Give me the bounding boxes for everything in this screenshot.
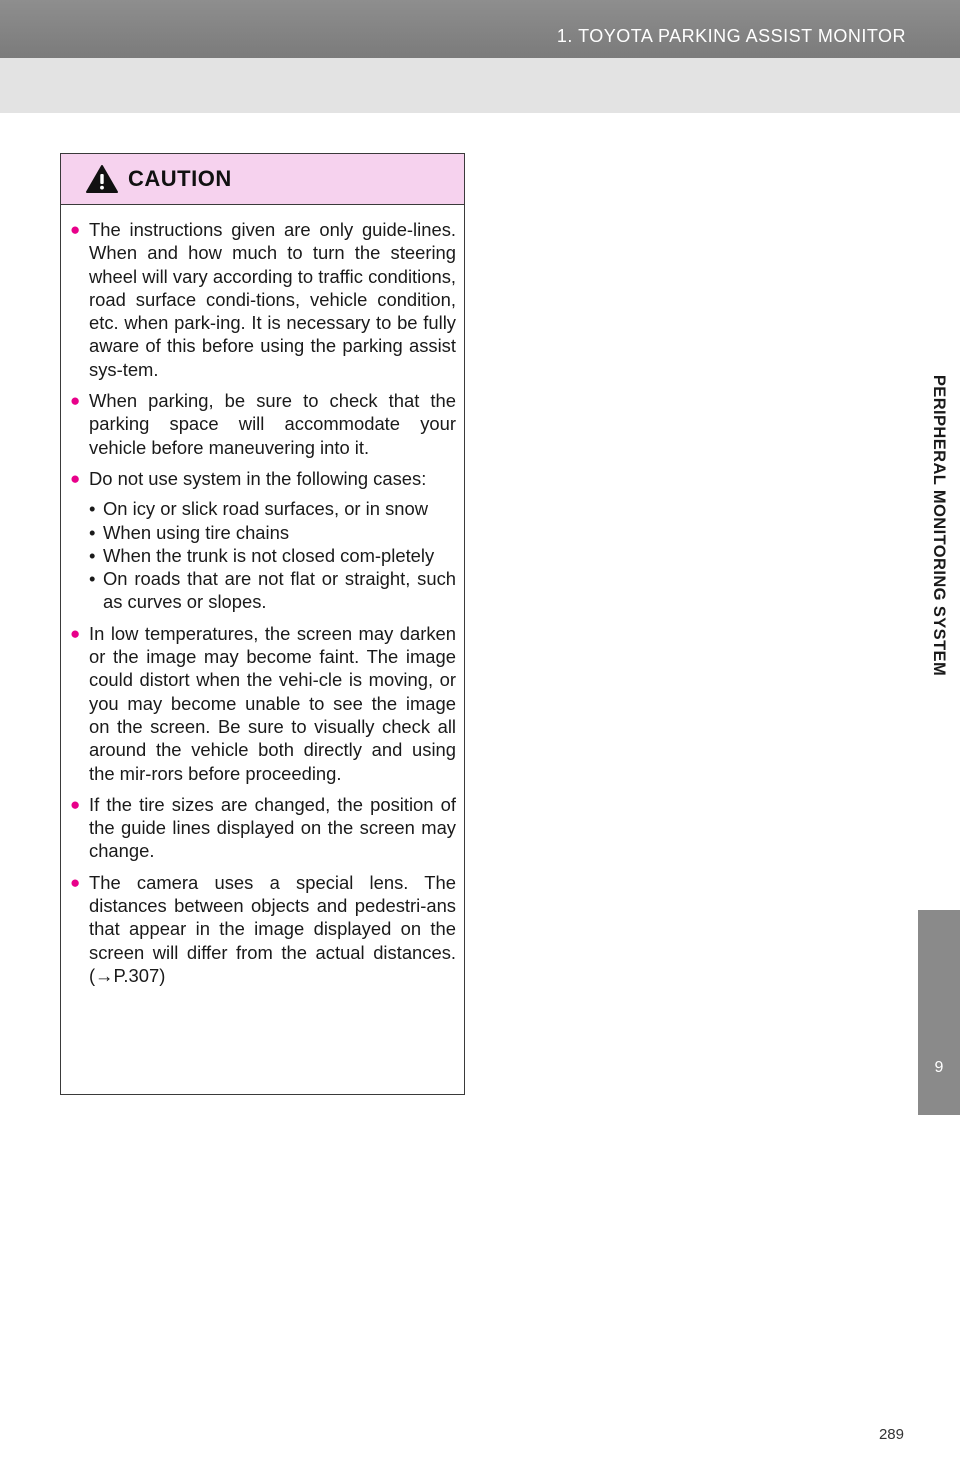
sub-list-item: •On roads that are not flat or straight,… (89, 568, 456, 613)
bullet-dot-icon: ● (70, 623, 81, 643)
bullet-dot-icon: ● (70, 391, 81, 411)
caution-item-text: The camera uses a special lens. The dist… (89, 871, 456, 986)
caution-header: CAUTION (61, 154, 464, 205)
chapter-number: 9 (934, 1059, 944, 1076)
caution-item: ● The camera uses a special lens. The di… (70, 871, 456, 987)
chapter-label: PERIPHERAL MONITORING SYSTEM (930, 374, 949, 676)
page-number: 289 (878, 1426, 904, 1443)
warning-triangle-icon (86, 165, 118, 193)
caution-item-text: The instructions given are only guide-li… (89, 219, 456, 380)
header-bar: 1. TOYOTA PARKING ASSIST MONITOR (0, 0, 960, 58)
chapter-side-label: PERIPHERAL MONITORING SYSTEM (918, 140, 960, 910)
sub-bullet-icon: • (89, 568, 96, 590)
caution-item-text: In low temperatures, the screen may dark… (89, 622, 456, 784)
caution-item-text: Do not use system in the following cases… (89, 467, 427, 489)
section-title: 1. TOYOTA PARKING ASSIST MONITOR (556, 26, 906, 46)
sub-list-item: •When the trunk is not closed com-pletel… (89, 544, 435, 566)
caution-item: ● In low temperatures, the screen may da… (70, 622, 456, 785)
sub-bullet-icon: • (89, 521, 96, 543)
bullet-dot-icon: ● (70, 794, 81, 814)
chapter-tab: 9 (918, 910, 960, 1115)
caution-item: ● The instructions given are only guide-… (70, 218, 456, 381)
caution-title: CAUTION (128, 166, 232, 191)
caution-box: CAUTION ● The instructions given are onl… (60, 153, 465, 1095)
bullet-dot-icon: ● (70, 468, 81, 488)
sub-bullet-icon: • (89, 498, 96, 520)
header-band (0, 58, 960, 113)
caution-item: ● When parking, be sure to check that th… (70, 389, 456, 459)
caution-item: ● Do not use system in the following cas… (70, 467, 456, 614)
caution-body: ● The instructions given are only guide-… (61, 205, 464, 987)
caution-item-text: If the tire sizes are changed, the posit… (89, 793, 456, 862)
bullet-dot-icon: ● (70, 872, 81, 892)
caution-item: ● If the tire sizes are changed, the pos… (70, 793, 456, 863)
sub-bullet-icon: • (89, 544, 96, 566)
bullet-dot-icon: ● (70, 220, 81, 239)
sub-list-item: •On icy or slick road surfaces, or in sn… (89, 498, 429, 520)
sub-list: •On icy or slick road surfaces, or in sn… (89, 497, 456, 613)
sub-list-item: •When using tire chains (89, 521, 290, 543)
caution-item-text: When parking, be sure to check that the … (89, 390, 456, 458)
